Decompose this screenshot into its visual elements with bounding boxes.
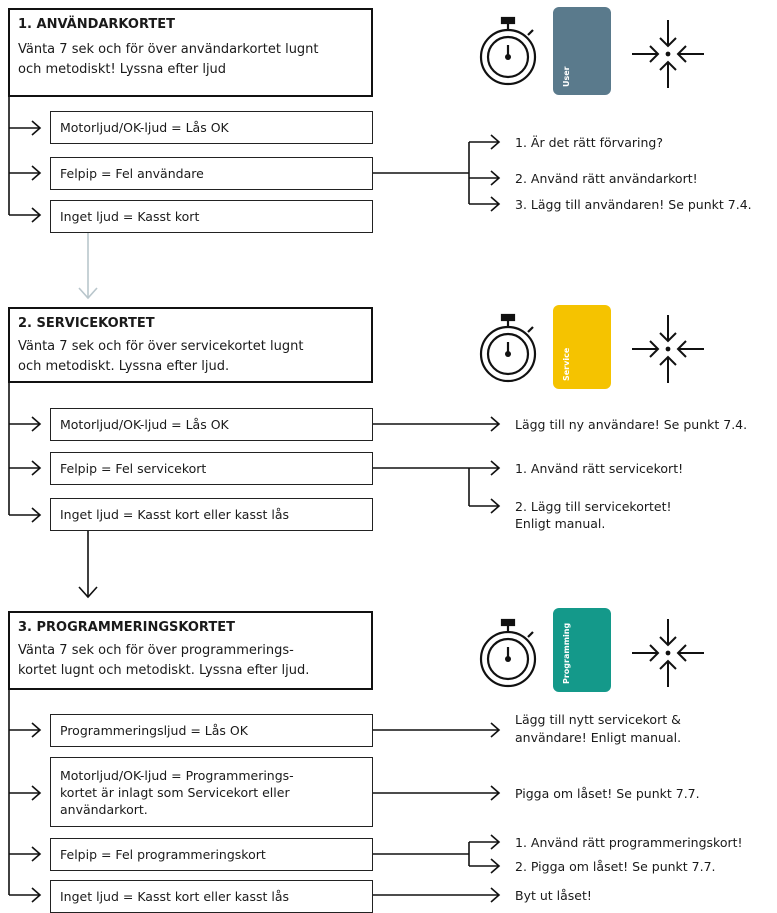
card-tap-icon: [632, 315, 704, 383]
section-2-result-2: 1. Använd rätt servicekort!: [515, 461, 684, 476]
section-2-title: 2. SERVICEKORTET: [18, 316, 155, 331]
section-1-item-1: Motorljud/OK-ljud = Lås OK: [50, 111, 373, 144]
section-3-item-2-line-3: användarkort.: [60, 801, 148, 817]
section-3-item-2: Motorljud/OK-ljud = Programmerings- kort…: [50, 757, 373, 827]
stopwatch-icon: [479, 313, 537, 383]
section-3-item-2-line-1: Motorljud/OK-ljud = Programmerings-: [60, 767, 294, 783]
section-1-result-1: 1. Är det rätt förvaring?: [515, 135, 663, 150]
section-3-result-1a: Lägg till nytt servicekort &: [515, 712, 681, 727]
section-1-title: 1. ANVÄNDARKORTET: [18, 17, 176, 32]
card-label-service: Service: [562, 347, 571, 381]
card-tap-icon: [632, 619, 704, 687]
section-3-item-1: Programmeringsljud = Lås OK: [50, 714, 373, 747]
section-2-item-3: Inget ljud = Kasst kort eller kasst lås: [50, 498, 373, 531]
section-3-result-2: Pigga om låset! Se punkt 7.7.: [515, 786, 700, 801]
section-1-result-3: 3. Lägg till användaren! Se punkt 7.4.: [515, 197, 752, 212]
section-3-result-4: 2. Pigga om låset! Se punkt 7.7.: [515, 859, 716, 874]
section-1-result-2: 2. Använd rätt användarkort!: [515, 171, 698, 186]
section-1-desc-line-2: och metodiskt! Lyssna efter ljud: [18, 62, 227, 77]
section-2-result-3: 2. Lägg till servicekortet!: [515, 499, 672, 514]
stopwatch-icon: [479, 618, 537, 688]
section-3-header-box: [8, 611, 373, 690]
section-3-desc-line-2: kortet lugnt och metodiskt. Lyssna efter…: [18, 663, 310, 678]
section-3-title: 3. PROGRAMMERINGSKORTET: [18, 620, 235, 635]
section-3-result-5: Byt ut låset!: [515, 888, 592, 903]
section-3-desc-line-1: Vänta 7 sek och för över programmerings-: [18, 643, 294, 658]
section-2-item-2: Felpip = Fel servicekort: [50, 452, 373, 485]
section-3-item-3: Felpip = Fel programmeringskort: [50, 838, 373, 871]
section-3-result-3: 1. Använd rätt programmeringskort!: [515, 835, 743, 850]
section-1-item-3: Inget ljud = Kasst kort: [50, 200, 373, 233]
section-2-header-box: [8, 307, 373, 383]
section-1-desc-line-1: Vänta 7 sek och för över användarkortet …: [18, 42, 319, 57]
card-label-programming: Programming: [562, 622, 571, 684]
section-1-item-2: Felpip = Fel användare: [50, 157, 373, 190]
stopwatch-icon: [479, 16, 537, 86]
section-3-result-1b: användare! Enligt manual.: [515, 730, 682, 745]
section-1-header-box: [8, 8, 373, 97]
section-3-item-4: Inget ljud = Kasst kort eller kasst lås: [50, 880, 373, 913]
section-2-desc-line-1: Vänta 7 sek och för över servicekortet l…: [18, 339, 304, 354]
section-2-item-1: Motorljud/OK-ljud = Lås OK: [50, 408, 373, 441]
section-2-desc-line-2: och metodiskt. Lyssna efter ljud.: [18, 359, 230, 374]
section-2-result-1: Lägg till ny användare! Se punkt 7.4.: [515, 417, 748, 432]
card-label-user: User: [562, 66, 571, 87]
section-2-result-4: Enligt manual.: [515, 516, 606, 531]
card-tap-icon: [632, 20, 704, 88]
user-card-icon: User: [553, 7, 611, 95]
programming-card-icon: Programming: [553, 608, 611, 692]
service-card-icon: Service: [553, 305, 611, 389]
section-3-item-2-line-2: kortet är inlagt som Servicekort eller: [60, 784, 290, 800]
